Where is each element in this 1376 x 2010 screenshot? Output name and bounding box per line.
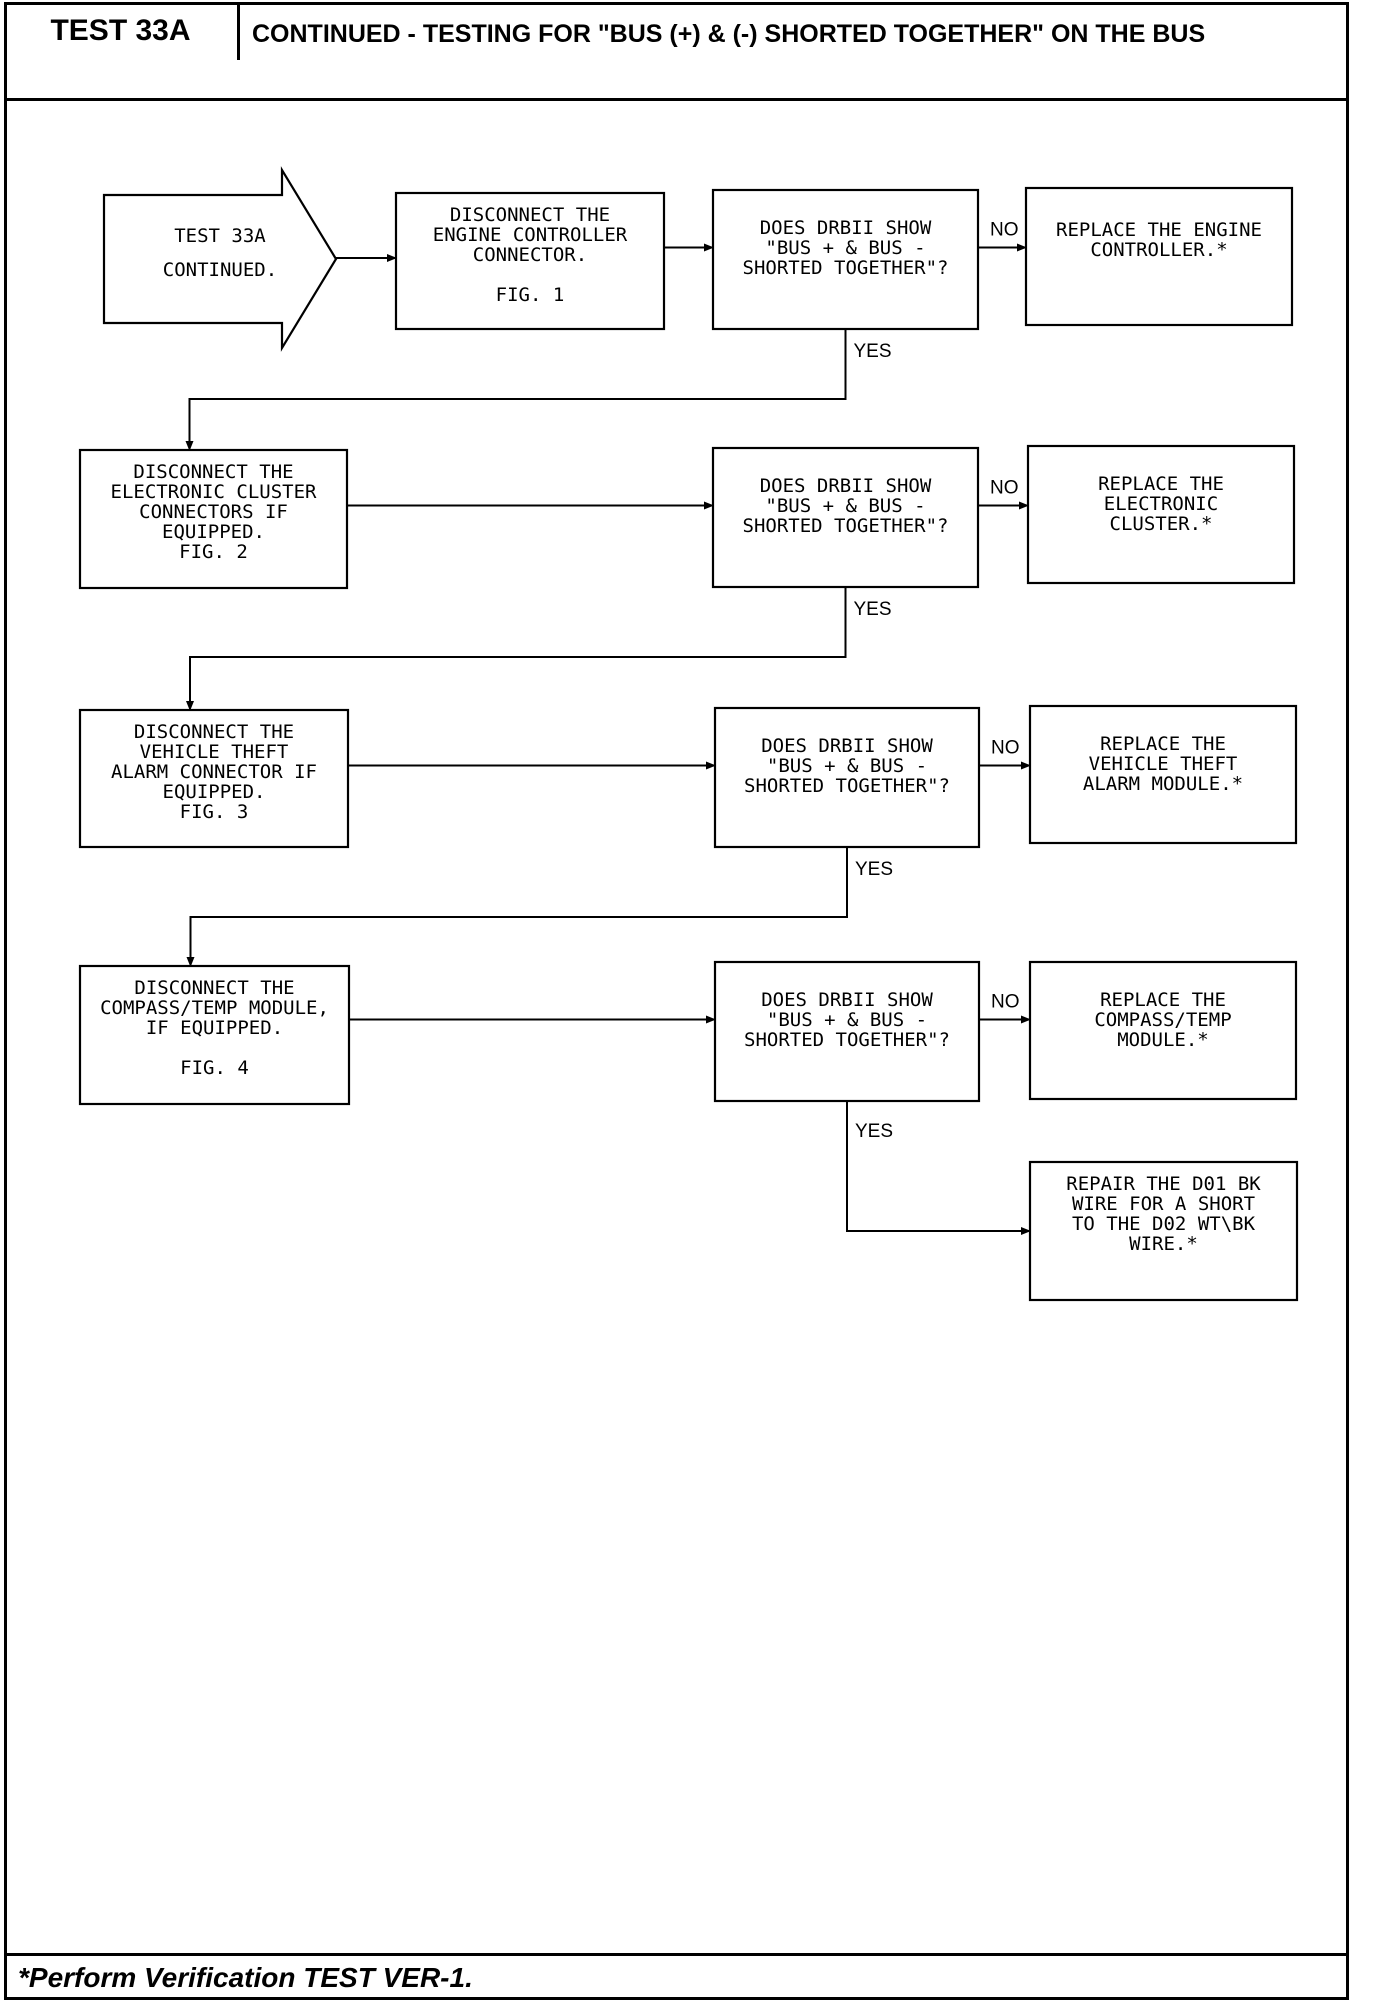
node-text-line: CONNECTORS IF	[139, 501, 288, 523]
node-text-line: SHORTED TOGETHER"?	[744, 1029, 950, 1051]
node-text-line: SHORTED TOGETHER"?	[743, 515, 949, 537]
node-text-line: "BUS + & BUS -	[765, 495, 925, 517]
node-text-line: REPLACE THE	[1100, 733, 1226, 755]
edge-label-no: NO	[991, 992, 1020, 1013]
test-id: TEST 33A	[4, 2, 240, 60]
node-box	[711, 188, 980, 331]
node-text-line: WIRE.*	[1129, 1233, 1198, 1255]
node-text-line: EQUIPPED.	[162, 521, 265, 543]
node-box	[1024, 186, 1294, 327]
node-text-line: FIG. 2	[179, 541, 248, 563]
page-border	[4, 2, 1349, 2000]
edge-label-yes: YES	[854, 599, 892, 620]
edge-label-no: NO	[990, 478, 1019, 499]
edge-label-no: NO	[990, 220, 1019, 241]
node-text-line: ELECTRONIC	[1104, 493, 1218, 515]
edge-label-yes: YES	[855, 1121, 893, 1142]
node-text-line: DISCONNECT THE	[133, 461, 293, 483]
node-text-line: "BUS + & BUS -	[767, 1009, 927, 1031]
node-box	[1028, 1160, 1299, 1302]
node-box	[713, 960, 981, 1103]
edge-q1-to-disc-cluster	[185, 329, 847, 451]
start-arrow-shape	[102, 166, 338, 352]
node-text-line: DISCONNECT THE	[134, 721, 294, 743]
edge-q4-to-repair-wire	[846, 1101, 1031, 1235]
node-box	[78, 708, 350, 849]
node-text-line: REPLACE THE	[1098, 473, 1224, 495]
edge-labels-layer: NO YES NO YES NO YES NO YES	[854, 220, 1020, 1143]
node-text-line: ELECTRONIC CLUSTER	[111, 481, 317, 503]
node-text-line: DOES DRBII SHOW	[761, 735, 933, 757]
node-q1: DOES DRBII SHOW"BUS + & BUS -SHORTED TOG…	[711, 188, 980, 331]
edge-label-yes: YES	[855, 859, 893, 880]
footer-note: *Perform Verification TEST VER-1.	[18, 1962, 473, 1993]
node-text-line: TEST 33A	[174, 225, 266, 247]
node-text-line: MODULE.*	[1117, 1029, 1209, 1051]
node-text-line: CONTROLLER.*	[1090, 239, 1227, 261]
node-text-line: ENGINE CONTROLLER	[433, 224, 628, 246]
node-text-line: TO THE D02 WT\BK	[1072, 1213, 1256, 1235]
node-text-line: REPAIR THE D01 BK	[1066, 1173, 1261, 1195]
node-text-line: VEHICLE THEFT	[1089, 753, 1238, 775]
node-text-line: DOES DRBII SHOW	[760, 475, 932, 497]
node-text-line: FIG. 4	[180, 1057, 249, 1079]
node-q2: DOES DRBII SHOW"BUS + & BUS -SHORTED TOG…	[711, 446, 980, 589]
node-text-line: CONTINUED.	[163, 259, 277, 281]
node-text-line: SHORTED TOGETHER"?	[744, 775, 950, 797]
node-text-line: COMPASS/TEMP MODULE,	[100, 997, 329, 1019]
node-text-line: COMPASS/TEMP	[1094, 1009, 1231, 1031]
node-text-line: DOES DRBII SHOW	[760, 217, 932, 239]
edge-q2-to-disc-alarm	[186, 587, 847, 711]
edge-q3-to-disc-compass	[186, 847, 848, 967]
node-text-line: ALARM MODULE.*	[1083, 773, 1243, 795]
node-box	[1028, 960, 1298, 1101]
header-divider	[4, 98, 1349, 101]
node-text-line: DISCONNECT THE	[450, 204, 610, 226]
node-text-line: DOES DRBII SHOW	[761, 989, 933, 1011]
edge-label-no: NO	[991, 738, 1020, 759]
node-text-line: IF EQUIPPED.	[146, 1017, 283, 1039]
edges-layer	[185, 243, 1031, 1235]
node-start: TEST 33A CONTINUED.	[102, 166, 338, 352]
node-box	[1028, 704, 1298, 845]
node-text-line: VEHICLE THEFT	[140, 741, 289, 763]
node-text-line: "BUS + & BUS -	[767, 755, 927, 777]
node-box	[78, 964, 351, 1106]
node-text-line: REPLACE THE	[1100, 989, 1226, 1011]
node-text-line: FIG. 3	[180, 801, 249, 823]
node-text-line: "BUS + & BUS -	[765, 237, 925, 259]
node-text-line: SHORTED TOGETHER"?	[743, 257, 949, 279]
node-text-line: WIRE FOR A SHORT	[1072, 1193, 1255, 1215]
node-q4: DOES DRBII SHOW"BUS + & BUS -SHORTED TOG…	[713, 960, 981, 1103]
node-box	[1026, 444, 1296, 585]
node-box	[394, 191, 666, 331]
node-box	[713, 706, 981, 849]
node-text-line: FIG. 1	[496, 284, 565, 306]
node-box	[78, 448, 349, 590]
node-text-line: ALARM CONNECTOR IF	[111, 761, 317, 783]
edge-label-yes: YES	[854, 341, 892, 362]
node-text-line: DISCONNECT THE	[134, 977, 294, 999]
node-box	[711, 446, 980, 589]
page-title: CONTINUED - TESTING FOR "BUS (+) & (-) S…	[252, 20, 1206, 48]
node-q3: DOES DRBII SHOW"BUS + & BUS -SHORTED TOG…	[713, 706, 981, 849]
node-text-line: REPLACE THE ENGINE	[1056, 219, 1262, 241]
node-text-line: EQUIPPED.	[163, 781, 266, 803]
node-text-line: CLUSTER.*	[1110, 513, 1213, 535]
footer-divider	[4, 1953, 1349, 1956]
node-text-line: CONNECTOR.	[473, 244, 587, 266]
